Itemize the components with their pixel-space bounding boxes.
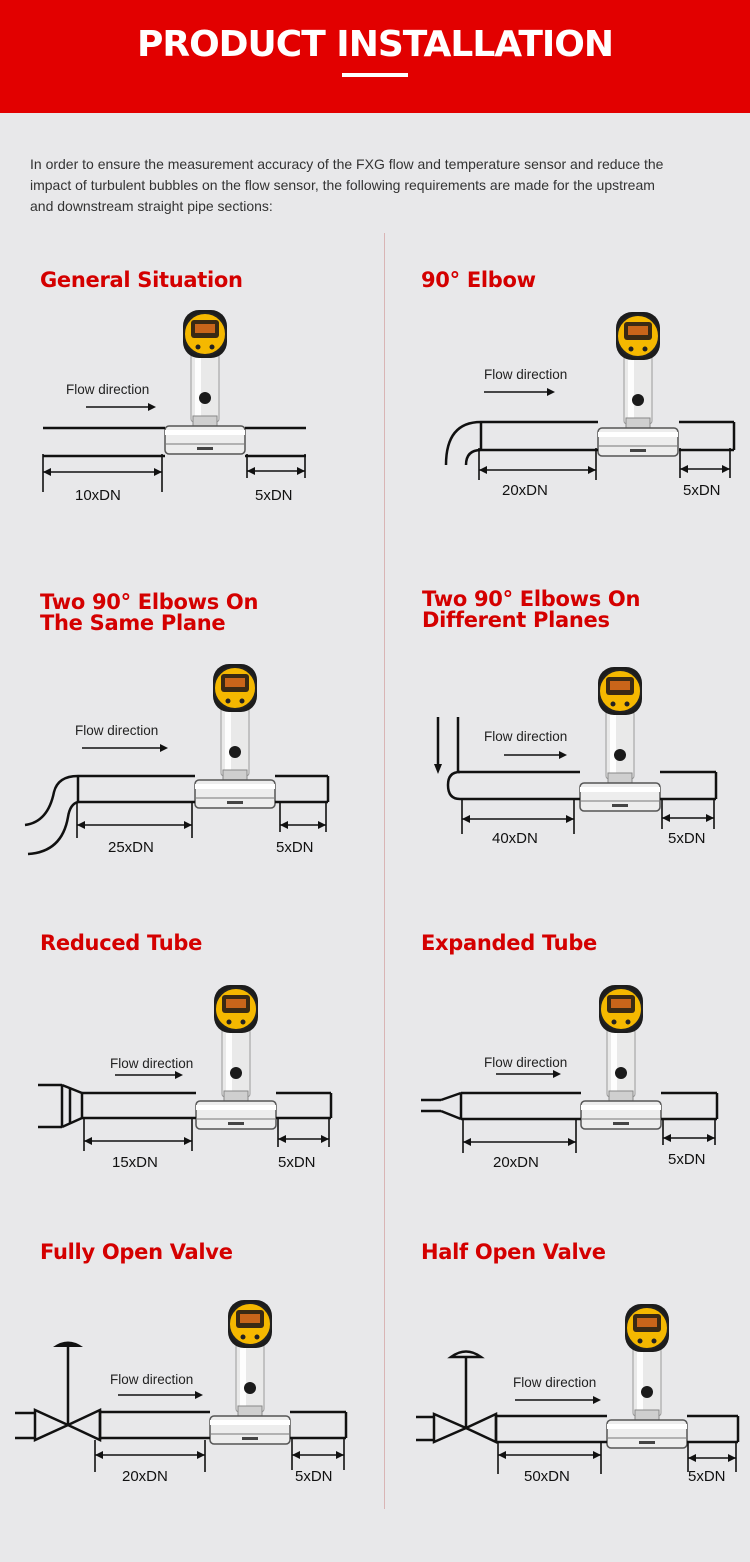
section-title: Reduced Tube bbox=[40, 931, 203, 955]
header-banner: PRODUCT INSTALLATION bbox=[0, 0, 750, 113]
column-divider bbox=[384, 233, 385, 1509]
upstream-length-label: 20xDN bbox=[502, 482, 548, 499]
downstream-length-label: 5xDN bbox=[278, 1154, 316, 1171]
flow-direction-label: Flow direction bbox=[484, 1055, 567, 1070]
page-title: PRODUCT INSTALLATION bbox=[136, 24, 614, 65]
downstream-length-label: 5xDN bbox=[668, 1151, 706, 1168]
flow-direction-label: Flow direction bbox=[513, 1375, 596, 1390]
section-title-line: Two 90° Elbows On bbox=[422, 587, 641, 611]
diagram-90-elbow: Flow direction 20xDN 5xDN bbox=[444, 312, 736, 499]
section-title: General Situation bbox=[40, 268, 243, 292]
upstream-length-label: 50xDN bbox=[524, 1468, 570, 1485]
section-title-line: Different Planes bbox=[422, 608, 610, 632]
flow-direction-label: Flow direction bbox=[110, 1372, 193, 1387]
flow-sensor-icon bbox=[195, 985, 277, 1130]
downstream-length-label: 5xDN bbox=[683, 482, 721, 499]
downstream-length-label: 5xDN bbox=[295, 1468, 333, 1485]
diagram-reduced-tube: Flow direction 15xDN 5xDN bbox=[38, 985, 333, 1171]
flow-direction-label: Flow direction bbox=[484, 367, 567, 382]
section-title: Fully Open Valve bbox=[40, 1240, 233, 1264]
section-reduced-tube: Reduced Tube Flow direction 15xDN 5xDN bbox=[38, 931, 400, 1253]
upstream-length-label: 20xDN bbox=[493, 1154, 539, 1171]
upstream-length-label: 20xDN bbox=[122, 1468, 168, 1485]
diagram-two-elbows-same-plane: Flow direction 25xDN 5xDN bbox=[24, 664, 330, 856]
section-title: Two 90° Elbows On The Same Plane bbox=[40, 592, 258, 634]
diagram-general-situation: Flow direction 10xDN 5xDN bbox=[42, 310, 306, 504]
section-two-elbows-same-plane: Two 90° Elbows On The Same Plane Flow di… bbox=[24, 592, 400, 912]
valve-handle-icon bbox=[447, 1350, 485, 1359]
section-expanded-tube: Expanded Tube Flow direction 20xDN 5xDN bbox=[421, 933, 750, 1253]
section-fully-open-valve: Fully Open Valve Flow direction 20xDN 5x… bbox=[15, 1240, 400, 1562]
upstream-length-label: 40xDN bbox=[492, 830, 538, 847]
flow-direction-label: Flow direction bbox=[75, 723, 158, 738]
flow-sensor-icon bbox=[597, 312, 679, 457]
flow-sensor-icon bbox=[209, 1300, 291, 1445]
title-underline bbox=[342, 73, 408, 77]
section-90-elbow: 90° Elbow Flow direction 20xDN 5xDN bbox=[421, 270, 750, 590]
flow-sensor-icon bbox=[580, 985, 662, 1130]
downstream-length-label: 5xDN bbox=[276, 839, 314, 856]
upstream-length-label: 10xDN bbox=[75, 487, 121, 504]
section-half-open-valve: Half Open Valve Flow direction 50xDN 5xD… bbox=[416, 1240, 750, 1562]
downstream-length-label: 5xDN bbox=[688, 1468, 726, 1485]
section-title-line: Two 90° Elbows On bbox=[40, 590, 259, 614]
flow-sensor-icon bbox=[579, 667, 661, 812]
diagram-fully-open-valve: Flow direction 20xDN 5xDN bbox=[15, 1300, 348, 1485]
section-two-elbows-different-planes: Two 90° Elbows On Different Planes Flow … bbox=[422, 589, 750, 909]
flow-sensor-icon bbox=[606, 1304, 688, 1449]
downstream-length-label: 5xDN bbox=[668, 830, 706, 847]
section-title: Expanded Tube bbox=[421, 931, 598, 955]
section-title: Two 90° Elbows On Different Planes bbox=[422, 589, 640, 631]
section-title: 90° Elbow bbox=[421, 268, 536, 292]
intro-text: In order to ensure the measurement accur… bbox=[30, 156, 664, 214]
upstream-length-label: 25xDN bbox=[108, 839, 154, 856]
diagram-two-elbows-different-planes: Flow direction 40xDN 5xDN bbox=[434, 667, 718, 847]
flow-direction-label: Flow direction bbox=[66, 382, 149, 397]
diagram-half-open-valve: Flow direction 50xDN 5xDN bbox=[416, 1304, 740, 1485]
downstream-length-label: 5xDN bbox=[255, 487, 293, 504]
upstream-length-label: 15xDN bbox=[112, 1154, 158, 1171]
flow-sensor-icon bbox=[194, 664, 276, 809]
section-general-situation: General Situation Flow direction 10xDN 5… bbox=[40, 270, 400, 590]
flow-sensor-icon bbox=[164, 310, 246, 455]
valve-handle-icon bbox=[53, 1341, 83, 1347]
diagram-expanded-tube: Flow direction 20xDN 5xDN bbox=[421, 985, 719, 1171]
section-title-line: The Same Plane bbox=[40, 611, 226, 635]
flow-direction-label: Flow direction bbox=[110, 1056, 193, 1071]
section-title: Half Open Valve bbox=[421, 1240, 606, 1264]
flow-direction-label: Flow direction bbox=[484, 729, 567, 744]
